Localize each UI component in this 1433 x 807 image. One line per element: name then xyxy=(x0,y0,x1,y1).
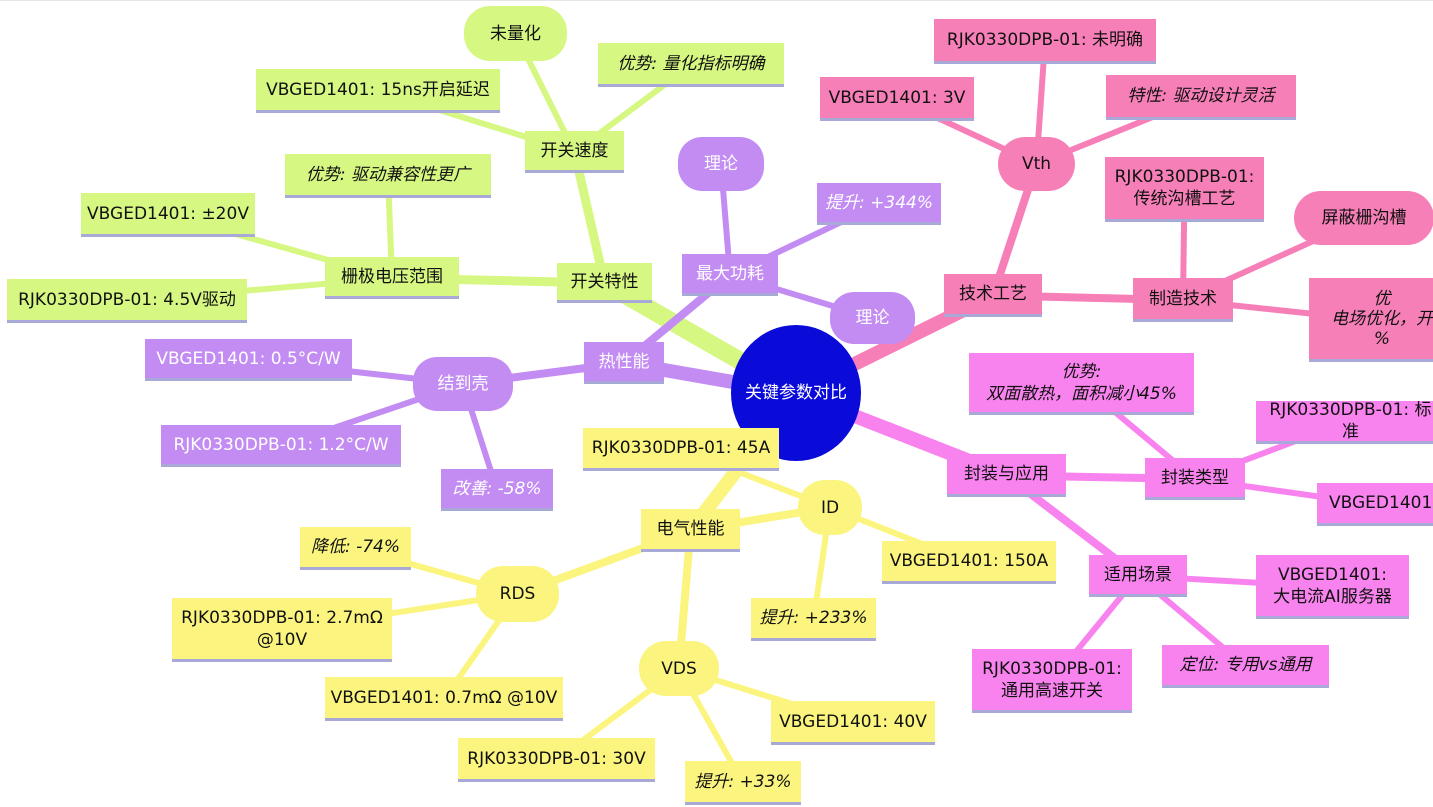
scenario-node[interactable]: 适用场景 xyxy=(1089,555,1187,597)
rds-decrease-node[interactable]: 降低: -74% xyxy=(300,527,411,570)
max-power-node[interactable]: 最大功耗 xyxy=(682,254,778,296)
rds-node[interactable]: RDS xyxy=(476,566,559,622)
id-vbged-node[interactable]: VBGED1401: 150A xyxy=(882,541,1056,584)
vth-node[interactable]: Vth xyxy=(998,137,1075,191)
scenario-positioning-node[interactable]: 定位: 专用vs通用 xyxy=(1162,645,1329,688)
tech-branch-node[interactable]: 技术工艺 xyxy=(944,274,1042,317)
rds-rjk-node[interactable]: RJK0330DPB-01: 2.7mΩ @10V xyxy=(172,598,392,662)
vds-rjk-node[interactable]: RJK0330DPB-01: 30V xyxy=(458,738,655,782)
manufacturing-shielded-gate-node[interactable]: 屏蔽栅沟槽 xyxy=(1294,191,1433,245)
package-type-advantage-node[interactable]: 优势: 双面散热，面积减小45% xyxy=(969,353,1194,415)
gate-voltage-advantage-node[interactable]: 优势: 驱动兼容性更广 xyxy=(285,154,491,198)
scenario-vbged-node[interactable]: VBGED1401: 大电流AI服务器 xyxy=(1256,555,1409,619)
switch-speed-node[interactable]: 开关速度 xyxy=(525,131,624,173)
electrical-branch-node[interactable]: 电气性能 xyxy=(641,509,740,552)
max-power-increase-node[interactable]: 提升: +344% xyxy=(817,183,941,225)
package-type-node[interactable]: 封装类型 xyxy=(1145,458,1245,500)
manufacturing-rjk-node[interactable]: RJK0330DPB-01: 传统沟槽工艺 xyxy=(1105,157,1264,222)
id-rjk-node[interactable]: RJK0330DPB-01: 45A xyxy=(583,428,779,471)
vds-vbged-node[interactable]: VBGED1401: 40V xyxy=(771,701,935,745)
vth-vbged-node[interactable]: VBGED1401: 3V xyxy=(820,77,974,121)
junction-case-rjk-node[interactable]: RJK0330DPB-01: 1.2°C/W xyxy=(161,425,401,467)
switch-branch-node[interactable]: 开关特性 xyxy=(557,263,652,303)
vds-increase-node[interactable]: 提升: +33% xyxy=(685,761,801,805)
manufacturing-advantage-node[interactable]: 优 电场优化，开 % xyxy=(1309,278,1433,362)
gate-voltage-vbged-node[interactable]: VBGED1401: ±20V xyxy=(81,193,255,237)
junction-case-improvement-node[interactable]: 改善: -58% xyxy=(441,469,553,511)
rds-vbged-node[interactable]: VBGED1401: 0.7mΩ @10V xyxy=(325,677,563,721)
max-power-theory-right-node[interactable]: 理论 xyxy=(830,292,915,344)
manufacturing-node[interactable]: 制造技术 xyxy=(1133,278,1233,322)
switch-speed-unquantified-node[interactable]: 未量化 xyxy=(464,6,567,61)
vds-node[interactable]: VDS xyxy=(639,641,719,696)
package-type-vbged-node[interactable]: VBGED1401: xyxy=(1317,483,1433,526)
gate-voltage-node[interactable]: 栅极电压范围 xyxy=(325,257,459,299)
center-node[interactable]: 关键参数对比 xyxy=(731,325,861,461)
scenario-rjk-node[interactable]: RJK0330DPB-01: 通用高速开关 xyxy=(972,649,1132,713)
vth-feature-node[interactable]: 特性: 驱动设计灵活 xyxy=(1106,75,1296,120)
package-type-rjk-node[interactable]: RJK0330DPB-01: 标准 xyxy=(1256,401,1433,444)
switch-speed-advantage-node[interactable]: 优势: 量化指标明确 xyxy=(598,43,784,87)
connector-switch-branch-node-to-switch-speed-node xyxy=(570,147,609,288)
thermal-branch-node[interactable]: 热性能 xyxy=(584,342,664,384)
package-branch-node[interactable]: 封装与应用 xyxy=(947,454,1066,497)
junction-case-node[interactable]: 结到壳 xyxy=(413,357,513,411)
vth-rjk-node[interactable]: RJK0330DPB-01: 未明确 xyxy=(934,19,1156,64)
id-increase-node[interactable]: 提升: +233% xyxy=(751,598,876,641)
max-power-theory-top-node[interactable]: 理论 xyxy=(678,137,764,191)
gate-voltage-rjk-node[interactable]: RJK0330DPB-01: 4.5V驱动 xyxy=(7,279,247,323)
junction-case-vbged-node[interactable]: VBGED1401: 0.5°C/W xyxy=(145,339,352,381)
switch-speed-vbged-node[interactable]: VBGED1401: 15ns开启延迟 xyxy=(256,69,500,113)
id-node[interactable]: ID xyxy=(798,480,862,535)
